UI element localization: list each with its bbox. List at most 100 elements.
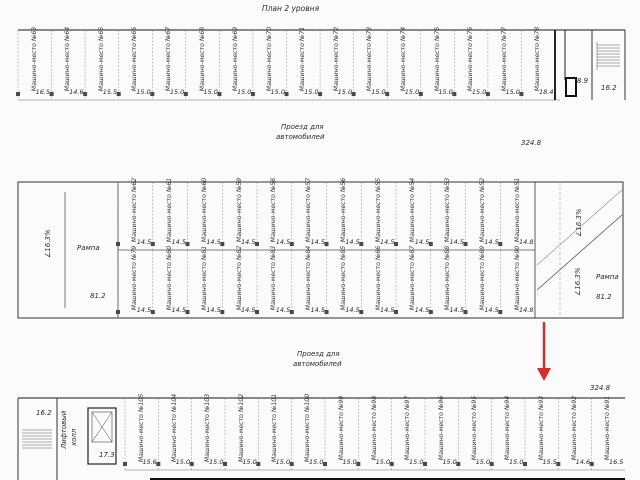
column-marker — [284, 92, 289, 96]
slot-label: Машино-место №77 — [500, 26, 508, 92]
slot-label: Машино-место №63 — [30, 26, 38, 92]
parking-slot: Машино-место №83 — [257, 246, 292, 310]
slot-label: Машино-место №72 — [332, 26, 340, 92]
slot-area: 14.8 — [519, 238, 534, 246]
slot-label: Машино-место №76 — [466, 26, 474, 92]
slot-area: 15.0 — [404, 88, 420, 96]
column-marker — [250, 92, 255, 96]
slot-area: 14.5 — [310, 238, 325, 246]
small-room-area: 8.9 — [577, 77, 589, 85]
column-marker — [359, 242, 364, 246]
parking-slot: Машино-место №53 — [431, 178, 466, 242]
column-marker — [389, 462, 394, 466]
slot-label: Машино-место №88 — [444, 245, 452, 311]
slot-label: Машино-место №70 — [265, 26, 273, 92]
slot-label: Машино-место №80 — [166, 245, 174, 311]
parking-slot: Машино-место №77 — [488, 26, 522, 92]
parking-slot: Машино-место №86 — [361, 246, 396, 310]
column-marker — [463, 310, 468, 314]
slot-area: 15.5 — [102, 88, 118, 96]
column-marker — [394, 310, 398, 314]
column-marker — [16, 92, 20, 96]
column-marker — [452, 92, 457, 96]
column-marker — [498, 242, 503, 246]
slot-area: 16.5 — [35, 88, 51, 96]
slot-label: Машино-место №57 — [305, 177, 313, 243]
slot-label: Машино-место №95 — [470, 395, 478, 461]
ramp-area-left: 81.2 — [90, 292, 106, 300]
column-marker — [289, 242, 294, 246]
column-marker — [324, 310, 329, 314]
slot-area: 14.5 — [275, 238, 291, 246]
slot-area: 15.0 — [169, 88, 185, 96]
slot-area: 14.5 — [449, 238, 464, 246]
slot-label: Машино-место №104 — [170, 393, 178, 463]
slot-label: Машино-место №91 — [604, 395, 612, 461]
slot-area: 15.0 — [442, 458, 457, 466]
slot-label: Машино-место №71 — [299, 26, 307, 92]
slot-area: 15.0 — [409, 458, 424, 466]
slot-label: Машино-место №82 — [235, 245, 243, 311]
column-marker — [385, 92, 390, 96]
slot-area: 14.6 — [69, 88, 84, 96]
slot-label: Машино-место №105 — [137, 393, 145, 463]
driveway-label-top-1: Проезд для — [281, 123, 324, 131]
lift-hall-label-2: холл — [70, 428, 78, 446]
slot-label: Машино-место №99 — [337, 395, 345, 461]
parking-slot: Машино-место №68 — [186, 27, 220, 91]
parking-slot: Машино-место №101 — [258, 394, 291, 462]
slot-label: Машино-место №84 — [305, 245, 313, 311]
parking-slot: Машино-место №56 — [327, 178, 362, 242]
slot-label: Машино-место №98 — [370, 395, 378, 461]
parking-slot: Машино-место №80 — [153, 246, 188, 310]
column-marker — [83, 92, 88, 96]
parking-slot: Машино-место №74 — [387, 27, 421, 91]
parking-slot: Машино-место №59 — [222, 178, 257, 242]
parking-slot: Машино-место №102 — [225, 394, 258, 462]
slot-label: Машино-место №69 — [232, 26, 240, 92]
slot-label: Машино-место №85 — [339, 245, 347, 311]
slot-label: Машино-место №65 — [97, 26, 105, 92]
parking-slot: Машино-место №85 — [327, 246, 362, 310]
column-marker — [489, 462, 494, 466]
slot-area: 14.8 — [519, 306, 534, 314]
slot-area: 15.6 — [142, 458, 157, 466]
column-marker — [116, 242, 120, 246]
driveway-label-top-2: автомобилей — [276, 133, 325, 141]
slot-area: 14.5 — [380, 306, 395, 314]
slot-area: 15.0 — [309, 458, 324, 466]
parking-slot: Машино-место №63 — [18, 26, 52, 92]
slot-area: 14.5 — [484, 238, 499, 246]
parking-slot: Машино-место №78 — [521, 26, 555, 92]
slot-area: 14.5 — [206, 306, 221, 314]
slot-label: Машино-место №60 — [200, 177, 208, 243]
column-marker — [116, 310, 120, 314]
parking-slot: Машино-место №99 — [325, 395, 358, 461]
parking-slot: Машино-место №62 — [118, 178, 153, 242]
slot-area: 15.0 — [270, 88, 285, 96]
parking-slot: Машино-место №71 — [287, 26, 321, 92]
slot-area: 15.0 — [175, 458, 191, 466]
slot-label: Машино-место №53 — [444, 177, 452, 243]
total-area-bottom: 324.8 — [590, 384, 611, 392]
column-marker — [255, 310, 259, 314]
slot-area: 18.4 — [539, 88, 554, 96]
slot-area: 15.0 — [375, 458, 391, 466]
parking-slot: Машино-место №73 — [354, 27, 388, 91]
slot-area: 14.5 — [484, 306, 499, 314]
ramp-slope-right-2: ∠16.3% — [574, 267, 582, 296]
column-marker — [394, 242, 398, 246]
parking-slot: Машино-место №65 — [85, 26, 119, 92]
parking-slot: Машино-место №60 — [188, 178, 223, 242]
ramp-label-right: Рампа — [596, 273, 619, 281]
slot-area: 15.0 — [509, 458, 524, 466]
parking-slot: Машино-место №81 — [188, 246, 223, 310]
slot-label: Машино-место №103 — [204, 393, 212, 463]
ramp-label-left: Рампа — [77, 244, 100, 252]
slot-label: Машино-место №62 — [131, 177, 139, 243]
slot-label: Машино-место №83 — [270, 245, 278, 311]
column-marker — [49, 92, 54, 96]
slot-area: 15.0 — [438, 88, 453, 96]
slot-label: Машино-место №78 — [534, 26, 542, 92]
